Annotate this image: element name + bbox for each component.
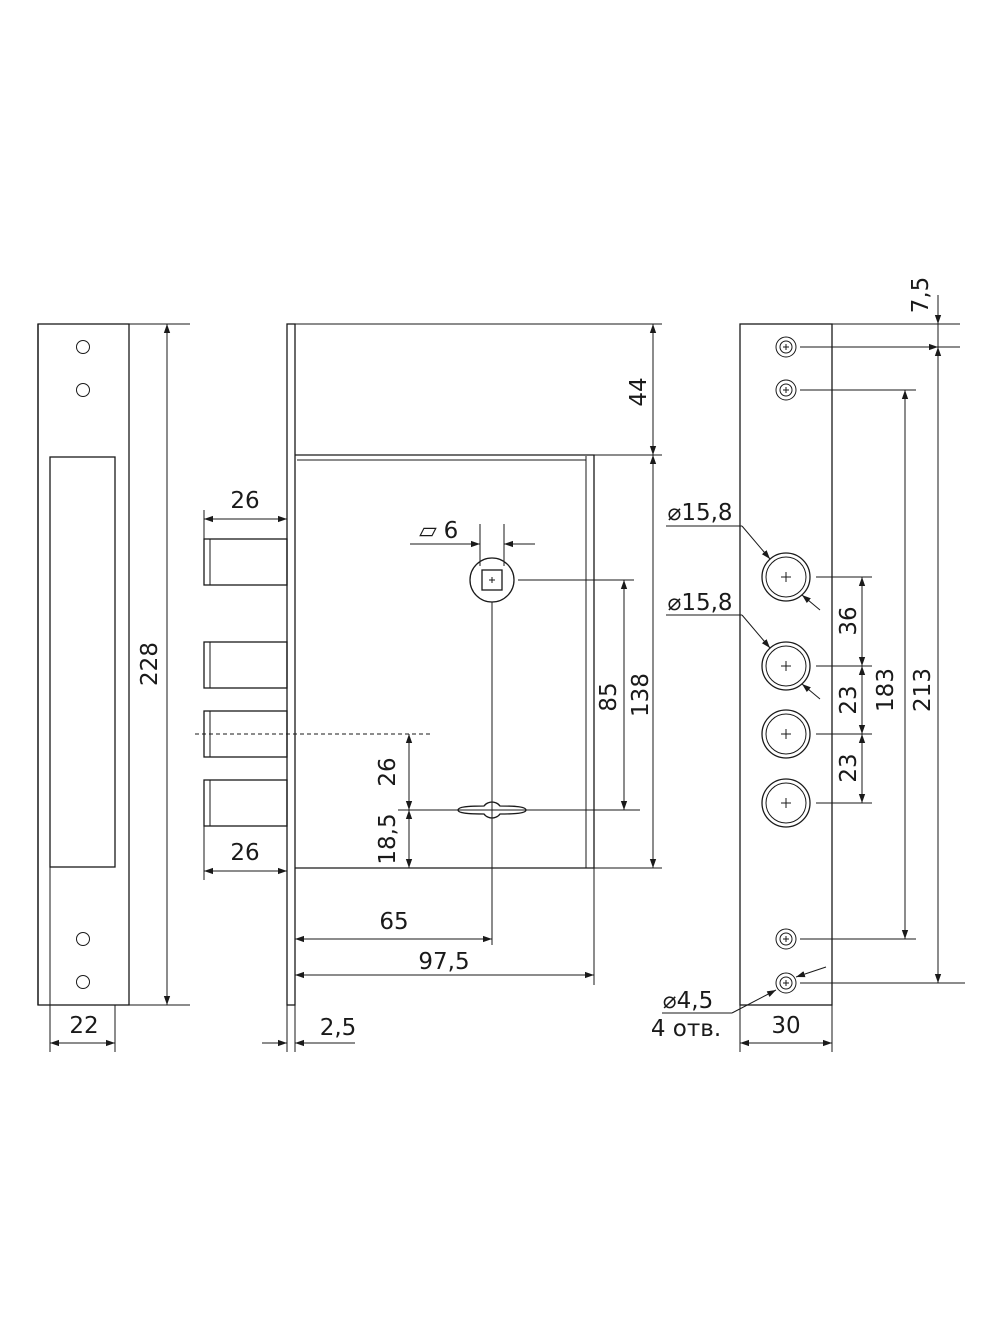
spindle-square-symbol: ▱: [419, 518, 437, 544]
bolt-to-key-label: 26: [375, 757, 401, 786]
strike-plate: 228 22: [37, 323, 190, 1052]
bolt-length-top-label: 26: [230, 488, 259, 514]
lock-bolt: [203, 641, 288, 689]
strike-width-label: 22: [69, 1013, 98, 1039]
bolt-spacing-1-label: 36: [836, 606, 862, 635]
screw-hole-1: [775, 336, 797, 358]
lock-case: [295, 454, 595, 869]
outer-screw-span-label: 213: [910, 668, 936, 712]
case-height-label: 138: [628, 673, 654, 717]
screw-hole-4: [775, 972, 797, 994]
strike-screw-hole: [76, 975, 90, 989]
inner-screw-span-label: 183: [873, 668, 899, 712]
lock-bolt: [203, 538, 288, 586]
strike-screw-hole: [76, 340, 90, 354]
screw-hole-count-label: 4 отв.: [651, 1016, 721, 1042]
faceplate-width-label: 30: [771, 1013, 800, 1039]
spindle-square: [481, 569, 503, 591]
bolt-hole-diameter-label-1: ⌀15,8: [667, 500, 732, 526]
case-depth-label: 97,5: [418, 949, 469, 975]
faceplate-top-offset-label: 7,5: [908, 277, 934, 314]
spindle-to-key-label: 85: [596, 682, 622, 711]
strike-screw-hole: [76, 932, 90, 946]
bolt-length-bottom-label: 26: [230, 840, 259, 866]
lock-body: 44 138 85 ▱ 6 26 26 26 18,5: [195, 323, 662, 1052]
faceplate-outline: [739, 323, 833, 1006]
faceplate-front: ⌀15,8 ⌀15,8 36 23 23 183 213 7,: [651, 277, 965, 1052]
lock-faceplate-edge: [286, 323, 296, 1006]
bolt-hole-1: [761, 552, 811, 602]
strike-screw-hole: [76, 383, 90, 397]
bolt-hole-3: [761, 709, 811, 759]
backset-label: 65: [379, 909, 408, 935]
lock-bolt: [203, 779, 288, 827]
bolt-hole-2: [761, 641, 811, 691]
strike-plate-bolt-opening: [49, 456, 116, 868]
bolt-hole-4: [761, 778, 811, 828]
screw-hole-diameter-label: ⌀4,5: [663, 988, 713, 1014]
strike-height-label: 228: [137, 642, 163, 686]
key-to-bottom-label: 18,5: [375, 813, 401, 864]
spindle-square-label: 6: [444, 518, 459, 544]
screw-hole-3: [775, 928, 797, 950]
screw-hole-2: [775, 379, 797, 401]
bolt-spacing-3-label: 23: [836, 753, 862, 782]
faceplate-thickness-label: 2,5: [320, 1015, 357, 1041]
bolt-hole-diameter-label-2: ⌀15,8: [667, 590, 732, 616]
bolt-spacing-2-label: 23: [836, 685, 862, 714]
case-top-offset-label: 44: [626, 377, 652, 406]
